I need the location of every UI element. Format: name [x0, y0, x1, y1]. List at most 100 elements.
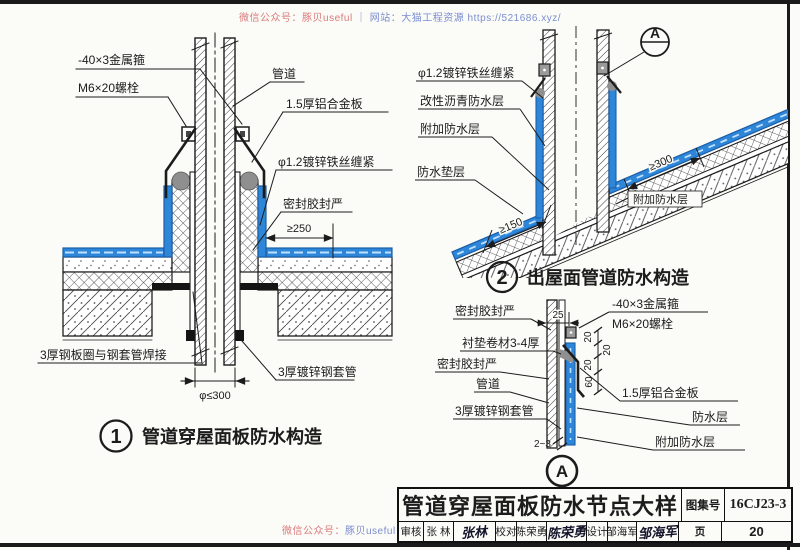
- review-label: 审核: [399, 522, 424, 541]
- check-label: 校对: [496, 522, 517, 541]
- detail-a-drawing: 25 20 20 20 60 2~3: [435, 296, 745, 488]
- detail-aluminum-apron: [562, 344, 585, 398]
- page-number: 20: [749, 524, 764, 539]
- label-sealant-1: 密封胶封严: [283, 196, 343, 211]
- curb-insulation-left: [171, 179, 191, 273]
- reviewer-signature-text: 张林: [461, 525, 489, 541]
- atlas-number-value: 16CJ23-3: [729, 497, 787, 512]
- sheet-title: 管道穿屋面板防水节点大样: [399, 489, 682, 521]
- detail-sleeve: [558, 299, 566, 447]
- watermark-top-wechat: 微信公众号：豚贝useful: [239, 13, 353, 24]
- label-metal-hoop-1: -40×3金属箍: [78, 52, 145, 67]
- label-add-wp-2: 附加防水层: [420, 121, 480, 136]
- dim-2-3: 2~3: [534, 436, 568, 451]
- diagram2-leaders: [415, 51, 645, 215]
- title-block-row1: 管道穿屋面板防水节点大样 图集号 16CJ23-3: [399, 489, 791, 522]
- designer-signature-text: 邹海军: [637, 524, 678, 541]
- detail-ref-letter: A: [650, 25, 660, 41]
- label-steel-ring-1: 3厚钢板圈与钢套管焊接: [40, 347, 167, 362]
- page-edge-top: [0, 0, 800, 4]
- membrane-upstand-left: [163, 185, 173, 258]
- detail-a-caption-letter: A: [556, 462, 568, 481]
- checker-signature-text: 陈荣勇: [547, 524, 587, 541]
- label-hoop-a: -40×3金属箍: [612, 296, 679, 311]
- diagram1-labels: [37, 68, 393, 381]
- caption1-circle: [99, 419, 133, 453]
- caption1-text: 管道穿屋面板防水构造: [142, 426, 322, 447]
- label-sealant-top-a: 密封胶封严: [455, 303, 515, 318]
- steel-ring-plate-right: [238, 283, 278, 290]
- page-edge-right: [787, 0, 790, 550]
- atlas-number-label: 图集号: [682, 489, 725, 521]
- sleeve-weld-right: [235, 330, 244, 341]
- dim-20b-text: 20: [602, 344, 613, 356]
- steel-ring-plate-left: [152, 283, 192, 290]
- pipe2-flashing-right: [606, 75, 622, 94]
- pipe2-interior: [555, 30, 597, 236]
- caption1-number: 1: [110, 426, 121, 448]
- dim-25: 25: [537, 309, 579, 327]
- dim-250-text: ≥250: [287, 223, 311, 235]
- steel-sleeve-left: [189, 171, 196, 341]
- label-bolt-a: M6×20螺栓: [612, 316, 673, 331]
- dim-2-3-text: 2~3: [534, 439, 551, 450]
- label-cushion-a: 衬垫卷材3-4厚: [462, 335, 539, 350]
- detail-membrane-strip: [565, 342, 576, 446]
- label-wire-2: φ1.2镀锌铁丝缠紧: [418, 65, 514, 80]
- sleeve-weld-left: [186, 330, 195, 341]
- dim-phi300-text: φ≤300: [199, 390, 231, 402]
- detail-pipe-wall: [546, 299, 558, 449]
- steel-sleeve-right: [234, 171, 241, 341]
- label-underlay-2: 防水垫层: [417, 164, 465, 179]
- label-add-wp-a: 附加防水层: [655, 434, 715, 449]
- label-asphalt-2: 改性沥青防水层: [420, 93, 504, 108]
- label-aluminum-1: 1.5厚铝合金板: [286, 96, 363, 111]
- reviewer-signature: 张林: [454, 522, 496, 541]
- diagram1-pipe-through-flat-roof: -40×3金属箍 M6×20螺栓 管道 1.5厚铝合金板 φ1.2镀锌铁丝缠紧 …: [37, 32, 393, 453]
- pipe2-sealant-left: [535, 88, 545, 98]
- label-wp-a: 防水层: [692, 409, 728, 424]
- caption2-number: 2: [496, 267, 507, 289]
- page-label: 页: [679, 522, 722, 541]
- watermark-bottom-wechat: 微信公众号：: [282, 526, 345, 537]
- diagram1-roof-layers: [62, 247, 393, 341]
- pipe-wall-right: [223, 37, 236, 366]
- caption2-circle: [485, 260, 519, 294]
- label-add-wp-right-2: 附加防水层: [633, 192, 688, 206]
- aluminum-flashing-right: [233, 127, 266, 199]
- detail-ref-bubble: A: [640, 25, 670, 57]
- label-aluminum-a: 1.5厚铝合金板: [622, 385, 699, 400]
- pipe2-membrane-right: [608, 87, 617, 189]
- label-bolt-1: M6×20螺栓: [78, 80, 139, 95]
- design-label: 设计: [587, 522, 608, 541]
- pipe2-flashing-left: [530, 77, 546, 98]
- page-edge-bottom: [0, 543, 800, 547]
- caption2-text: 出屋面管道防水构造: [527, 267, 689, 288]
- membrane-upstand-right: [257, 185, 267, 258]
- checker-signature: 陈荣勇: [547, 522, 587, 541]
- pipe-wall-left: [194, 37, 207, 366]
- designer-signature: 邹海军: [637, 522, 679, 541]
- dim-20a-text: 20: [583, 331, 594, 343]
- pipe2-membrane-left: [535, 95, 544, 219]
- checker-name: 陈荣勇: [517, 522, 547, 541]
- reviewer-name: 张 林: [424, 522, 454, 541]
- dim-phi300: φ≤300: [180, 367, 250, 402]
- aluminum-flashing-left: [164, 127, 197, 199]
- dim-chain-vertical: [593, 326, 603, 396]
- label-wire-1: φ1.2镀锌铁丝缠紧: [278, 154, 374, 169]
- detail-a-leaders: [435, 311, 745, 451]
- curb-insulation-right: [239, 179, 259, 273]
- watermark-top-sep: ｜: [355, 13, 367, 24]
- watermark-top: 微信公众号：豚贝useful ｜ 网站：大猫工程资源 https://52168…: [0, 9, 800, 24]
- sealant-blob-right: [239, 171, 259, 191]
- dim-20c-text: 20: [583, 359, 594, 371]
- detail-a-caption-circle: [545, 454, 579, 488]
- diagram2-pipe-through-sloped-roof: φ1.2镀锌铁丝缠紧 改性沥青防水层 附加防水层 防水垫层 ≥150 ≥300 …: [415, 25, 788, 294]
- dim-60-text: 60: [584, 376, 595, 388]
- title-block-row2: 审核 张 林 张林 校对 陈荣勇 陈荣勇 设计 邹海军 邹海军 页 20: [399, 522, 791, 541]
- title-block: 管道穿屋面板防水节点大样 图集号 16CJ23-3 审核 张 林 张林 校对 陈…: [397, 487, 793, 543]
- label-pipe-a: 管道: [476, 376, 500, 391]
